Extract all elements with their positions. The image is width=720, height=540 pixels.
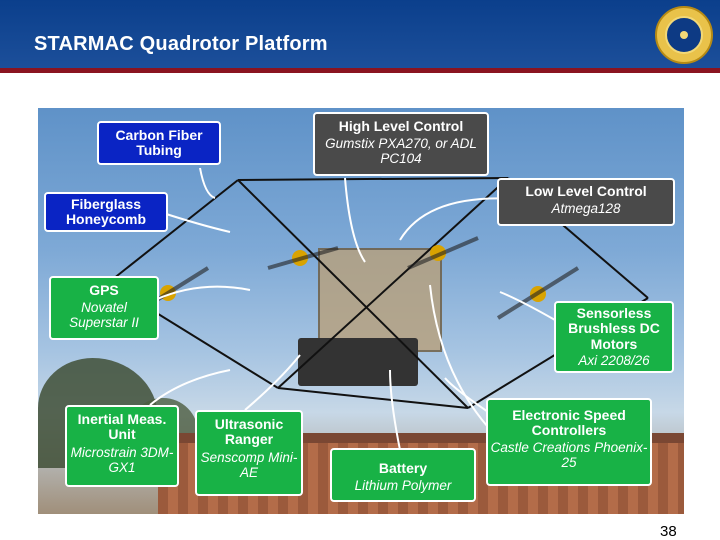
header-divider bbox=[0, 68, 720, 73]
page-number: 38 bbox=[660, 523, 677, 540]
slide-title: STARMAC Quadrotor Platform bbox=[34, 33, 328, 55]
battery-label: Battery Lithium Polymer bbox=[330, 448, 476, 502]
carbon-fiber-label: Carbon Fiber Tubing bbox=[97, 121, 221, 165]
gps-label: GPS Novatel Superstar II bbox=[49, 276, 159, 340]
fiberglass-label: Fiberglass Honeycomb bbox=[44, 192, 168, 232]
university-seal-logo bbox=[655, 6, 713, 64]
battery-pack bbox=[298, 338, 418, 386]
low-level-control-label: Low Level Control Atmega128 bbox=[497, 178, 675, 226]
motors-label: Sensorless Brushless DC Motors Axi 2208/… bbox=[554, 301, 674, 373]
electronics-board bbox=[318, 248, 442, 352]
imu-label: Inertial Meas. Unit Microstrain 3DM-GX1 bbox=[65, 405, 179, 487]
esc-label: Electronic Speed Controllers Castle Crea… bbox=[486, 398, 652, 486]
slide-header: STARMAC Quadrotor Platform bbox=[0, 0, 720, 68]
high-level-control-label: High Level Control Gumstix PXA270, or AD… bbox=[313, 112, 489, 176]
ultrasonic-label: Ultrasonic Ranger Senscomp Mini-AE bbox=[195, 410, 303, 496]
